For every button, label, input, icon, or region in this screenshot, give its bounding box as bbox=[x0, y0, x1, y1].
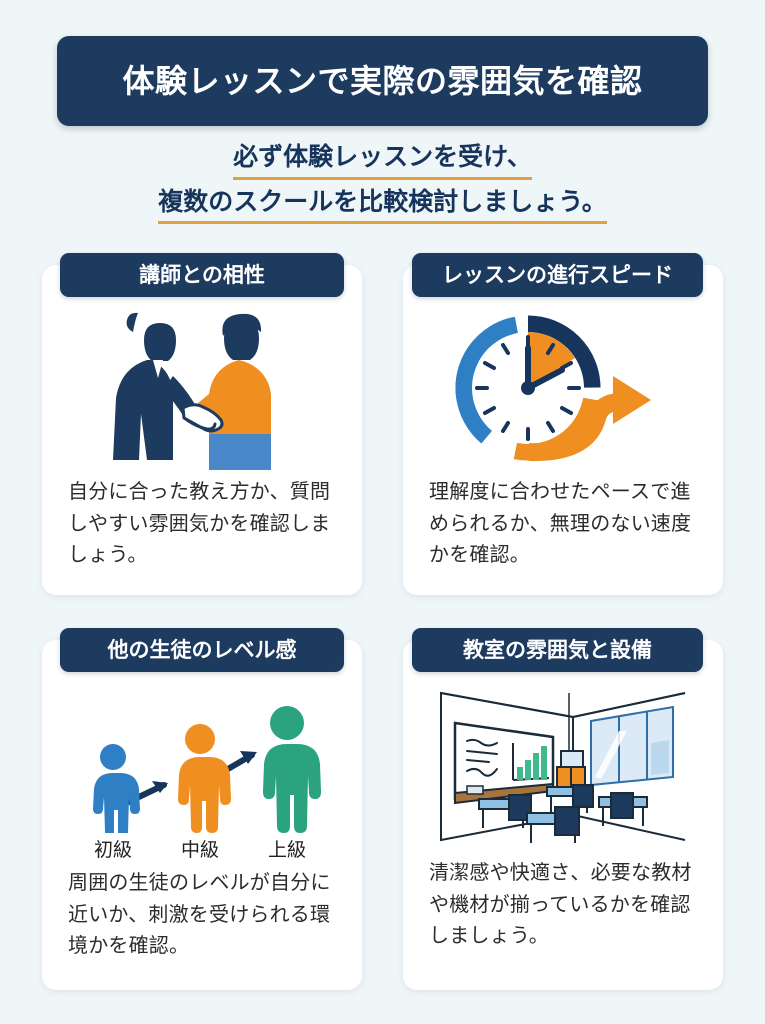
page-title: 体験レッスンで実際の雰囲気を確認 bbox=[122, 62, 643, 99]
level-item-advanced: 上級 bbox=[248, 703, 326, 860]
card-classroom-facilities: 清潔感や快適さ、必要な教材や機材が揃っているかを確認しましょう。 bbox=[403, 640, 723, 990]
card-instructor-compatibility: 自分に合った教え方か、質問しやすい雰囲気かを確認しましょう。 bbox=[42, 265, 362, 595]
level-label: 上級 bbox=[267, 839, 306, 861]
level-label: 初級 bbox=[93, 839, 132, 861]
card-body-text: 理解度に合わせたペースで進められるか、無理のない速度かを確認。 bbox=[429, 481, 692, 567]
classroom-illustration bbox=[403, 682, 723, 852]
classroom-icon bbox=[440, 691, 686, 845]
card-body-text: 周囲の生徒のレベルが自分に近いか、刺激を受けられる環境かを確認。 bbox=[68, 872, 331, 958]
level-label: 中級 bbox=[180, 839, 219, 861]
subtitle-line-2: 複数のスクールを比較検討しましょう。 bbox=[158, 185, 607, 224]
card-lesson-pace: 理解度に合わせたペースで進められるか、無理のない速度かを確認。 bbox=[403, 265, 723, 595]
person-icon-intermediate bbox=[178, 723, 231, 833]
clock-arrow-illustration bbox=[403, 307, 723, 472]
clock-arrow-icon bbox=[455, 315, 651, 461]
subtitle-line-1: 必ず体験レッスンを受け、 bbox=[233, 140, 532, 180]
card-title-label: 教室の雰囲気と設備 bbox=[463, 638, 652, 662]
handshake-icon bbox=[113, 312, 271, 470]
card-title-label: レッスンの進行スピード bbox=[442, 263, 673, 287]
card-title-label: 講師との相性 bbox=[139, 263, 265, 287]
card-body-text: 清潔感や快適さ、必要な教材や機材が揃っているかを確認しましょう。 bbox=[429, 862, 692, 948]
person-icon-beginner bbox=[93, 743, 140, 837]
card-body-text: 自分に合った教え方か、質問しやすい雰囲気かを確認しましょう。 bbox=[68, 481, 331, 567]
header-banner: 体験レッスンで実際の雰囲気を確認 bbox=[57, 36, 708, 126]
level-figures-illustration: 初級 中級 上級 bbox=[42, 682, 362, 862]
card-title-classroom-facilities: 教室の雰囲気と設備 bbox=[412, 628, 703, 672]
card-title-lesson-pace: レッスンの進行スピード bbox=[412, 253, 703, 297]
card-title-label: 他の生徒のレベル感 bbox=[107, 638, 297, 662]
person-icon-advanced bbox=[263, 705, 321, 833]
card-title-student-levels: 他の生徒のレベル感 bbox=[60, 628, 344, 672]
card-title-instructor-compatibility: 講師との相性 bbox=[60, 253, 344, 297]
level-item-beginner: 初級 bbox=[74, 741, 152, 860]
card-student-levels: 初級 中級 上級 周囲の生徒のレベルが自分 bbox=[42, 640, 362, 990]
subtitle-block: 必ず体験レッスンを受け、 複数のスクールを比較検討しましょう。 bbox=[0, 140, 765, 229]
handshake-illustration bbox=[42, 307, 362, 472]
level-item-intermediate: 中級 bbox=[161, 721, 239, 860]
level-figures-group: 初級 中級 上級 bbox=[72, 685, 332, 860]
